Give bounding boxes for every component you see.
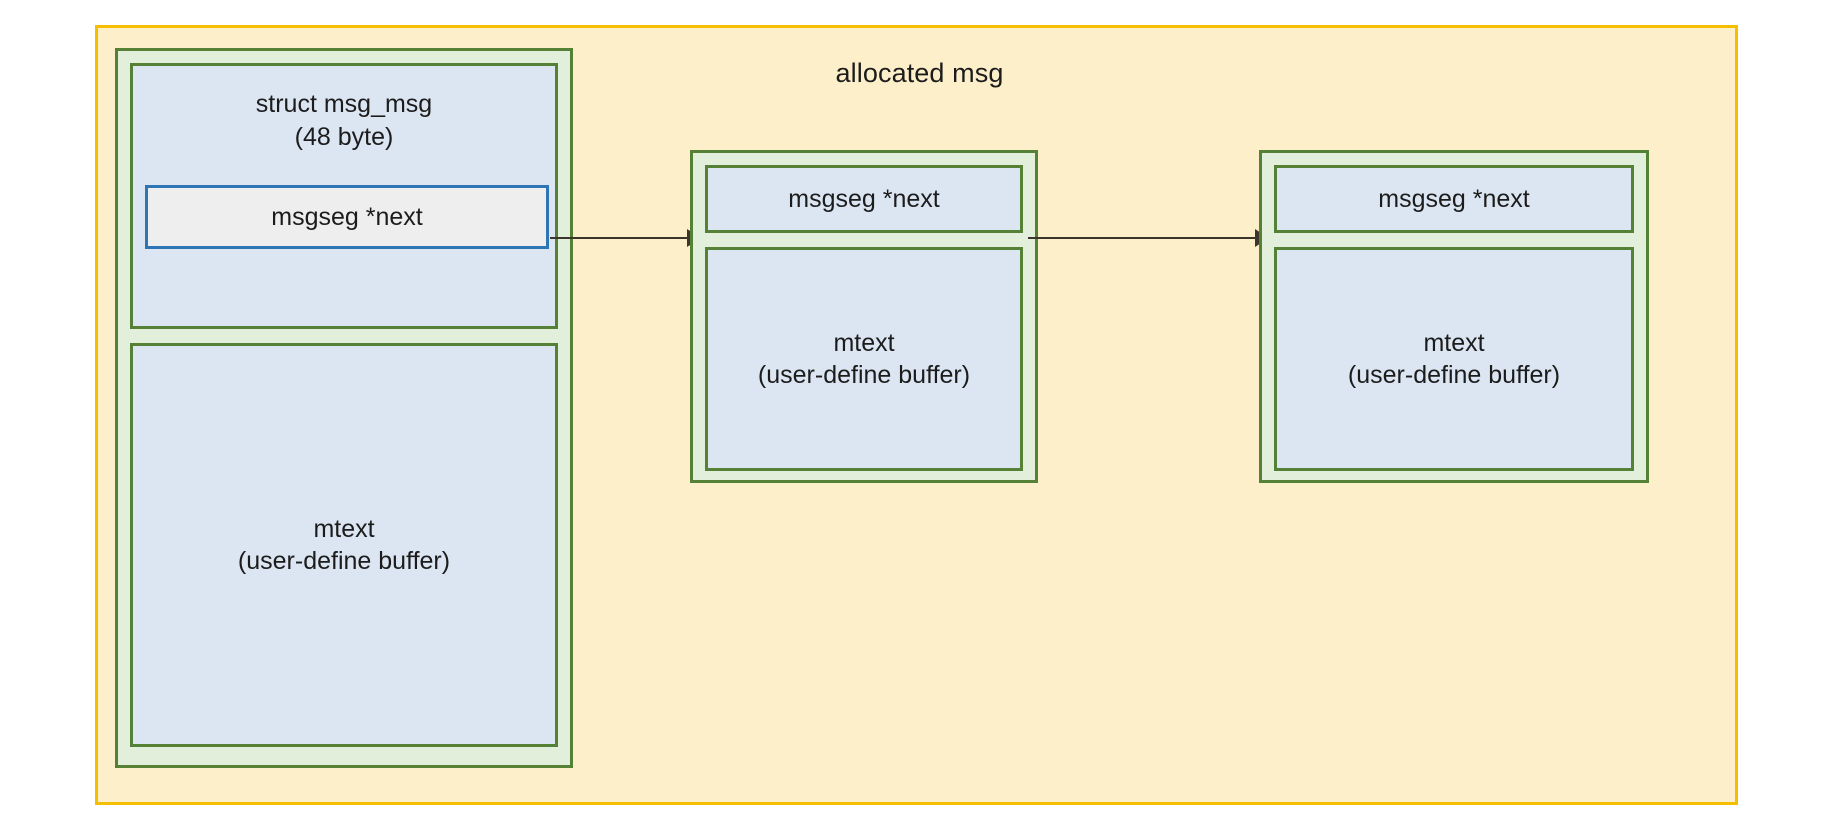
msgseg-2-next-pointer-label: msgseg *next [1378, 185, 1530, 213]
msgseg-2-mtext-field: mtext (user-define buffer) [1274, 247, 1634, 471]
msgseg-segment-container-2: msgseg *next mtext (user-define buffer) [1259, 150, 1649, 483]
next-pointer-arrow-1-line [550, 237, 700, 239]
msgseg-2-mtext-label: mtext (user-define buffer) [1347, 329, 1561, 389]
msgseg-segment-container-1: msgseg *next mtext (user-define buffer) [690, 150, 1038, 483]
msgseg-1-next-pointer-field[interactable]: msgseg *next [705, 165, 1023, 233]
msg-msg-segment-container: struct msg_msg (48 byte) msgseg *next mt… [115, 48, 573, 768]
msg-msg-mtext-label: mtext (user-define buffer) [237, 515, 451, 575]
msgseg-2-next-pointer-field[interactable]: msgseg *next [1274, 165, 1634, 233]
msg-msg-next-pointer-slot[interactable]: msgseg *next [145, 185, 549, 249]
msg-msg-mtext-field: mtext (user-define buffer) [130, 343, 558, 747]
msgseg-1-next-pointer-label: msgseg *next [788, 185, 940, 213]
next-pointer-arrow-2-line [1028, 237, 1260, 239]
struct-msg-msg-field: struct msg_msg (48 byte) msgseg *next [130, 63, 558, 329]
allocated-msg-title: allocated msg [835, 58, 1004, 88]
allocated-msg-container: allocated msg struct msg_msg (48 byte) m… [95, 25, 1738, 805]
msgseg-1-mtext-field: mtext (user-define buffer) [705, 247, 1023, 471]
msgseg-1-mtext-label: mtext (user-define buffer) [757, 329, 971, 389]
struct-msg-msg-label: struct msg_msg (48 byte) [255, 90, 433, 151]
msg-msg-next-pointer-label: msgseg *next [271, 203, 423, 231]
